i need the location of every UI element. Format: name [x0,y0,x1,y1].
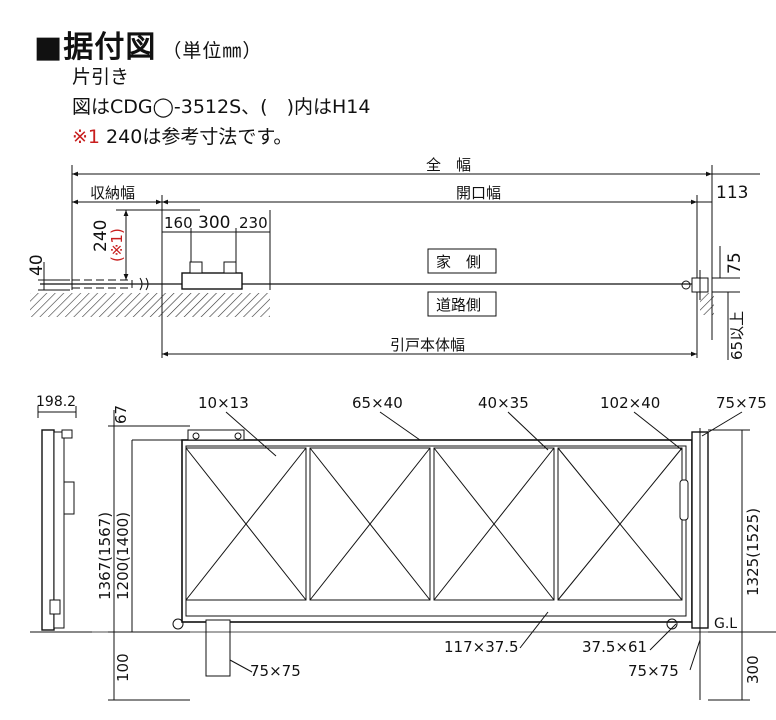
member-40x35: 40×35 [478,394,529,412]
member-75x75-right: 75×75 [628,662,679,680]
elevation-view [30,406,776,701]
dim-160: 160 [164,214,193,232]
dim-230: 230 [239,214,268,232]
ground-hatch-right [700,293,714,315]
dim-113: 113 [716,183,748,203]
subtitle-type: 片引き [72,66,130,88]
member-102x40: 102×40 [600,394,660,412]
member-117x37: 117×37.5 [444,638,519,656]
label-zenpuku: 全 幅 [426,156,471,174]
ground-hatch-left [30,293,270,317]
dim-198: 198.2 [36,394,76,410]
dim-300: 300 [744,655,762,684]
subtitle-note: ※1 240は参考寸法です。 [72,122,292,149]
dim-67: 67 [112,405,130,424]
title-unit: （単位㎜） [162,40,263,62]
dim-1367: 1367(1567) [96,512,114,600]
dim-300: 300 [198,213,230,233]
plan-view [30,165,760,360]
label-gl: G.L [714,616,737,632]
member-37x61: 37.5×61 [582,638,647,656]
page-title: ■据付図（単位㎜） [34,22,262,66]
label-road-side: 道路側 [436,296,481,314]
title-text: 据付図 [63,30,157,65]
note-text: 240は参考寸法です。 [100,126,293,148]
member-75x75-top: 75×75 [716,394,767,412]
dim-40: 40 [27,254,47,276]
subtitle-model: 図はCDG◯-3512S、( )内はH14 [72,96,371,118]
dim-1200: 1200(1400) [114,512,132,600]
label-house-side: 家 側 [436,253,481,271]
member-75x75-left: 75×75 [250,662,301,680]
member-65x40: 65×40 [352,394,403,412]
dim-1325: 1325(1525) [744,508,762,596]
dim-100: 100 [114,653,132,682]
title-square: ■ [34,30,64,65]
dim-75: 75 [725,252,745,274]
label-kaiko: 開口幅 [456,184,501,202]
dim-240: 240 [91,220,111,252]
label-hikido-width: 引戸本体幅 [390,336,465,354]
dim-65: 65以上 [728,311,746,360]
dim-240-note: (※1) [108,228,126,262]
label-shuno: 収納幅 [90,184,135,202]
member-10x13: 10×13 [198,394,249,412]
note-mark: ※1 [72,126,101,148]
